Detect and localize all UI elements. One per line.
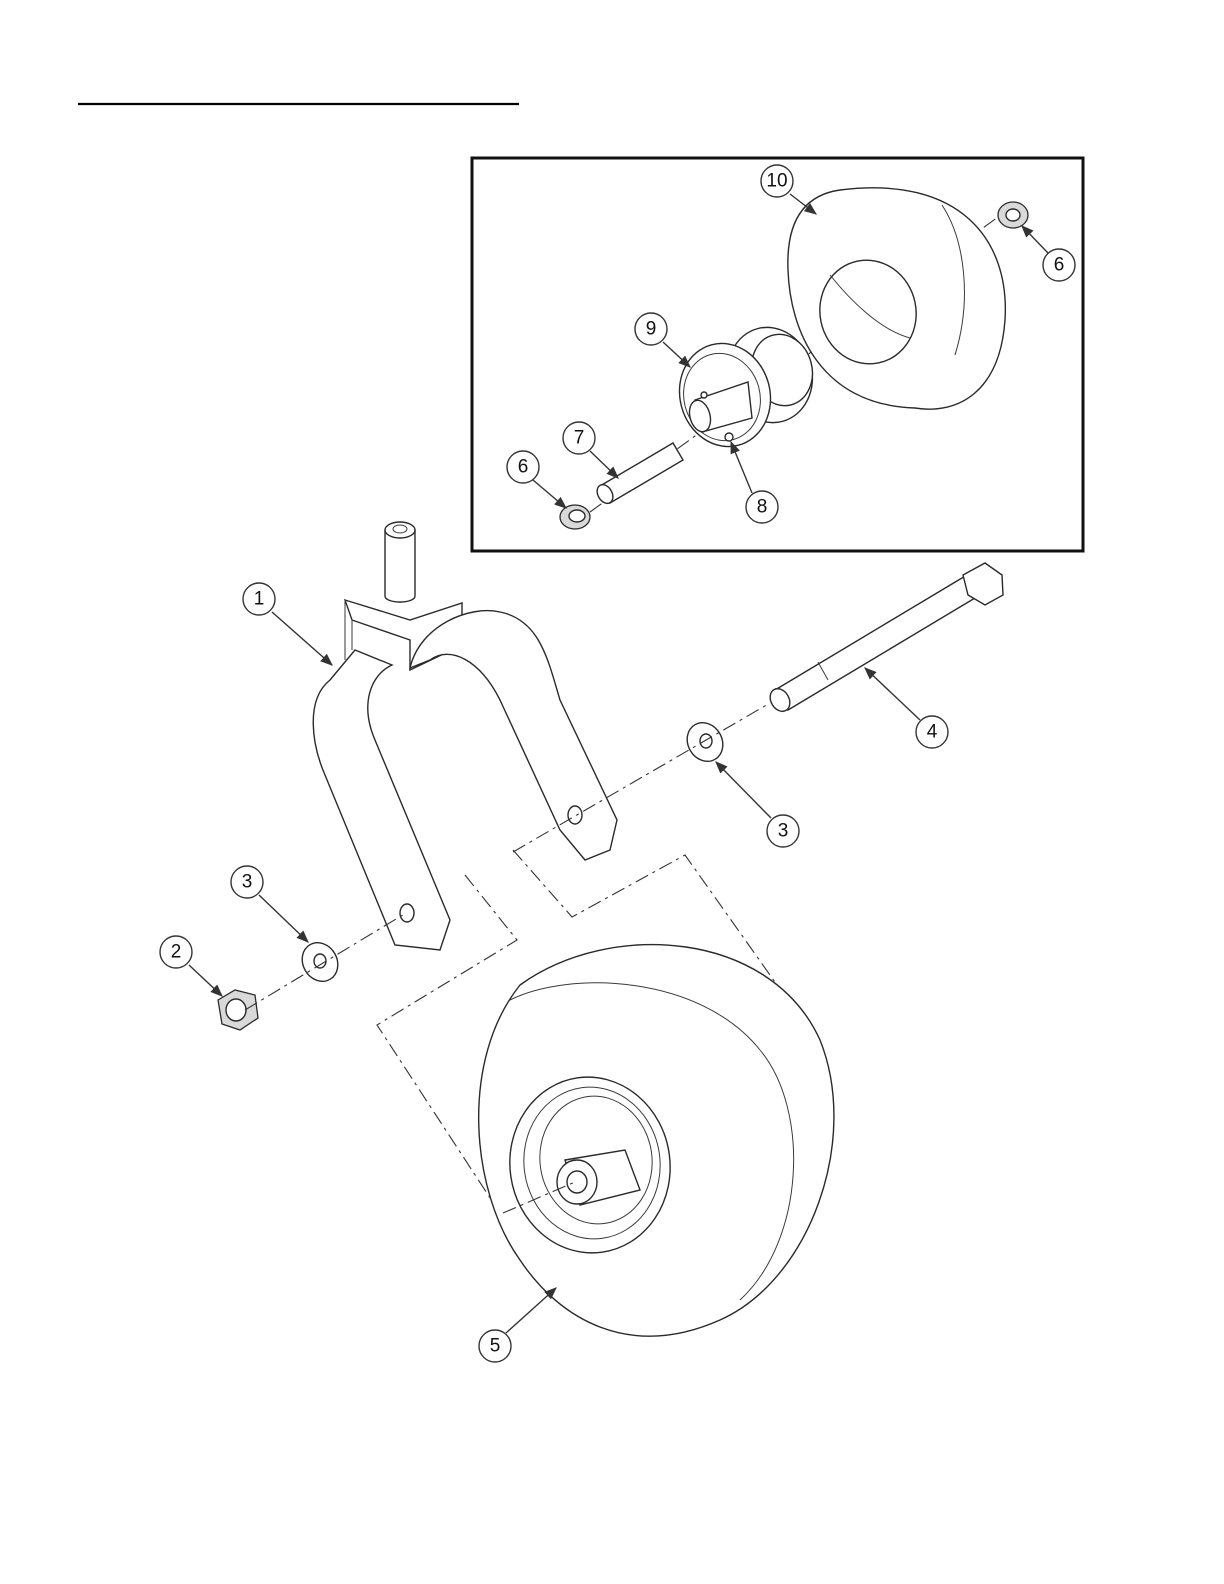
callout-10-label: 10	[766, 171, 787, 192]
caster-fork	[313, 522, 617, 950]
callout-6-right: 6	[1022, 226, 1075, 281]
wheel-assembly	[479, 945, 834, 1337]
axle-bolt	[766, 563, 1003, 715]
callout-3-left: 3	[231, 866, 308, 942]
inset-bearing-left	[560, 505, 590, 529]
inset-rim	[668, 318, 823, 457]
callout-6-right-label: 6	[1054, 255, 1065, 276]
callout-8-label: 8	[757, 497, 768, 518]
callout-4: 4	[865, 668, 948, 748]
callout-1-label: 1	[254, 589, 265, 610]
callout-4-label: 4	[927, 722, 938, 743]
callout-1: 1	[243, 583, 332, 665]
callout-9-label: 9	[646, 319, 657, 340]
inset-bearing-right	[998, 202, 1028, 228]
inset-spacer-tube	[594, 443, 683, 506]
washer-left	[295, 936, 344, 988]
callout-7-label: 7	[574, 428, 585, 449]
lock-nut	[218, 990, 258, 1030]
callout-6-left-label: 6	[518, 457, 529, 478]
callout-3-right-label: 3	[778, 821, 789, 842]
callout-5-label: 5	[490, 1336, 501, 1357]
callout-2: 2	[160, 936, 222, 996]
callout-3-left-label: 3	[242, 872, 253, 893]
callout-2-label: 2	[171, 942, 182, 963]
washer-right	[680, 716, 729, 768]
callout-9: 9	[635, 313, 690, 367]
callout-6-left: 6	[507, 451, 566, 508]
callout-7: 7	[563, 422, 618, 478]
callout-3-right: 3	[716, 762, 799, 847]
callout-8: 8	[731, 442, 778, 523]
callout-5: 5	[479, 1288, 556, 1362]
inset-tire	[788, 188, 1005, 409]
